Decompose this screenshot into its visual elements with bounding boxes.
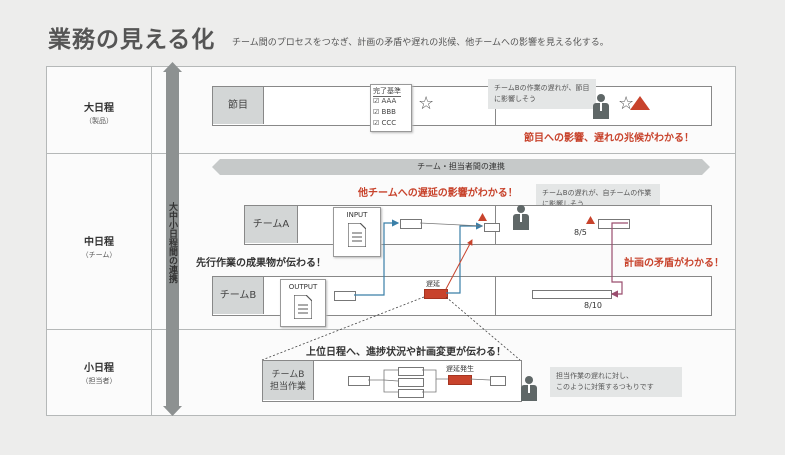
page-subtitle: チーム間のプロセスをつなぎ、計画の矛盾や遅れの兆候、他チームへの影響を見える化す… [232,38,609,48]
milestone-lane [212,86,712,126]
row-label-sub: （担当者） [81,377,117,385]
checklist-item: ☑ AAA [373,97,397,105]
subtask-bar [398,367,424,376]
subtask-bar [490,376,506,386]
row-divider [47,153,735,154]
person-icon [520,376,538,402]
checklist-item-text: CCC [381,119,397,127]
page-title: 業務の見える化 [48,27,216,53]
label-column-divider [151,67,152,415]
vertical-arrow-heads [163,62,182,416]
progress-message: 上位日程へ、進捗状況や計画変更が伝わる！ [306,347,506,358]
subtask-bar [398,389,424,398]
input-document-card: INPUT [333,207,381,257]
input-card-label: INPUT [346,211,368,219]
row-label-bottom: 小日程 （担当者） [47,359,151,386]
deliverable-message: 先行作業の成果物が伝わる！ [196,258,326,269]
row-label-text: 大日程 [84,103,114,114]
task-bar [334,291,356,301]
task-bar [400,219,422,229]
milestone-lane-label: 節目 [213,87,264,124]
assignee-lane-team: チームB [271,369,305,380]
output-document-card: OUTPUT [280,279,326,327]
completion-criteria-checklist: 完了基準 ☑ AAA ☑ BBB ☑ CCC [370,84,412,132]
milestone-red-message: 節目への影響、遅れの兆候がわかる！ [524,133,694,144]
team-b-label: チームB [213,277,264,314]
task-bar [598,219,630,229]
document-icon [348,223,366,247]
assignee-lane-label: チームB 担当作業 [263,361,314,400]
delayed-subtask-bar [448,375,472,385]
person-icon [512,205,530,231]
callout-line: このように対策するつもりです [556,383,654,391]
person-icon [592,94,610,120]
output-card-label: OUTPUT [288,283,318,291]
date-label-a: 8/5 [574,228,587,237]
lane-split [495,276,496,315]
checklist-item-text: AAA [381,97,397,105]
checklist-item-text: BBB [381,108,396,116]
red-flag-icon [630,96,650,110]
plan-conflict-red-message: 計画の矛盾がわかる！ [624,258,724,269]
task-bar [484,223,500,232]
subtask-bar [398,378,424,387]
vertical-link-bar [166,70,179,408]
delayed-task-bar [424,289,448,299]
delay-occurred-label: 遅延発生 [446,365,474,373]
countermeasure-callout: 担当作業の遅れに対し、 このように対策するつもりです [550,367,682,397]
row-label-text: 中日程 [84,237,114,248]
row-label-middle: 中日程 （チーム） [47,233,151,260]
milestone-star-icon: ☆ [618,93,635,114]
checklist-item: ☑ CCC [373,119,397,127]
subtask-bar [348,376,370,386]
vertical-link-label: 大中小日程間の連携 [167,202,177,283]
red-flag-icon [478,213,487,221]
red-flag-icon [586,216,595,224]
team-link-banner: チーム・担当者間の連携 [417,162,505,171]
delay-impact-red-message: 他チームへの遅延の影響がわかる！ [358,188,518,199]
row-label-text: 小日程 [84,363,114,374]
row-label-top: 大日程 （製品） [47,99,151,126]
row-divider [47,329,735,330]
callout-line: 担当作業の遅れに対し、 [556,372,633,380]
team-a-label: チームA [245,206,298,243]
document-icon [294,295,312,319]
date-label-b: 8/10 [584,301,602,310]
checklist-item: ☑ BBB [373,108,396,116]
milestone-star-icon: ☆ [418,93,435,114]
row-label-sub: （製品） [85,117,113,125]
delay-label: 遅延 [426,280,440,288]
milestone-callout: チームBの作業の遅れが、節目に影響しそう [488,79,596,109]
checklist-title: 完了基準 [373,87,401,97]
row-label-sub: （チーム） [81,251,117,259]
team-link-banner-shape [212,159,710,175]
assignee-lane-task: 担当作業 [269,381,306,392]
